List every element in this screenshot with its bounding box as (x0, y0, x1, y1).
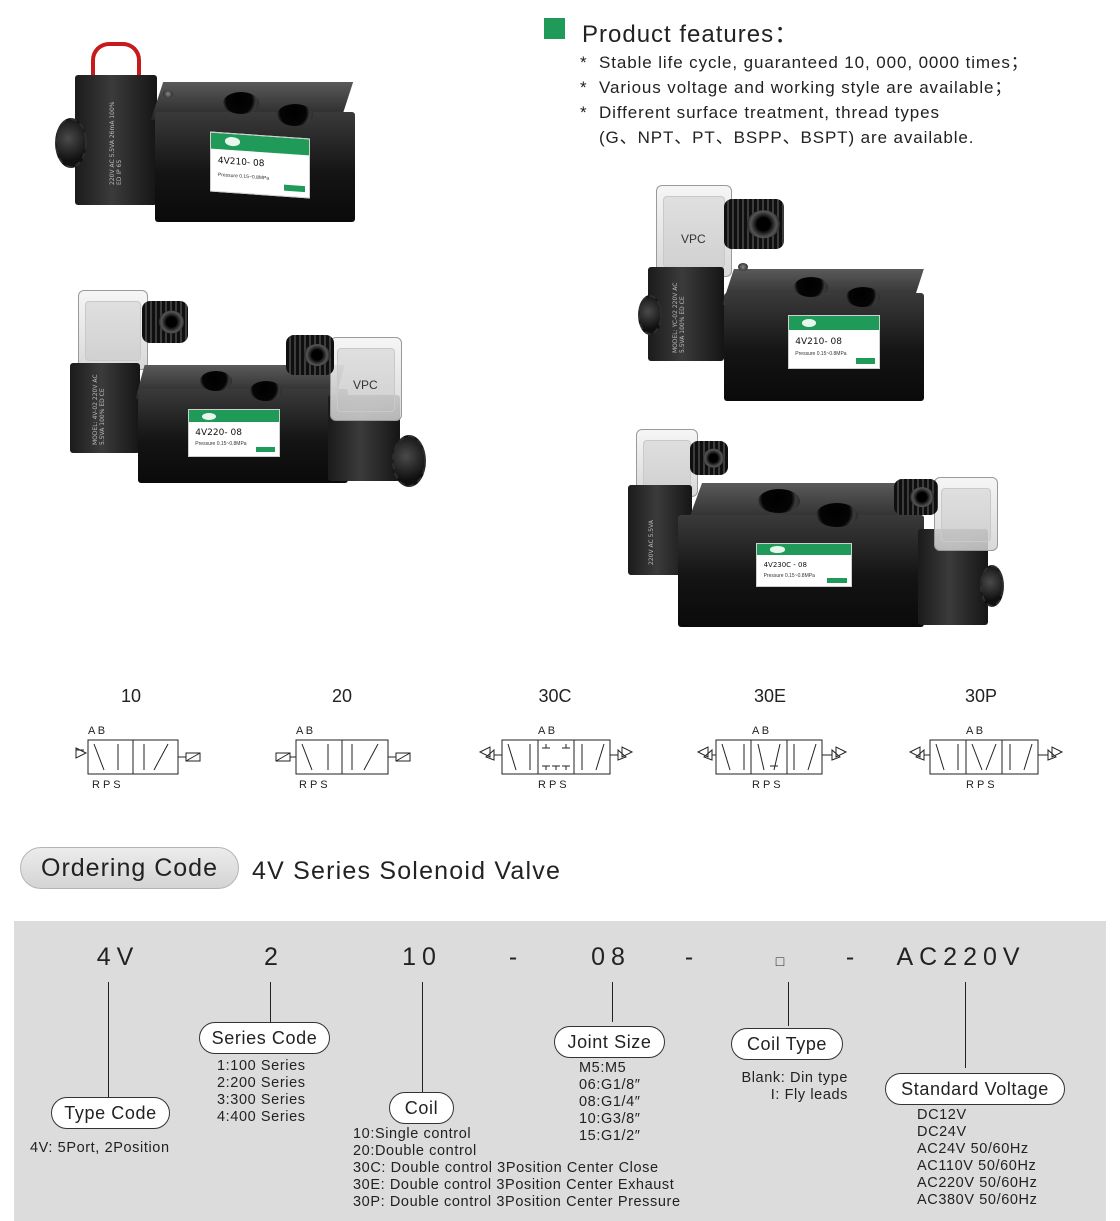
valve-symbol-30e-icon: A B R P S (696, 725, 848, 791)
joint-size-details: M5:M5 06:G1/8″ 08:G1/4″ 10:G3/8″ 15:G1/2… (579, 1060, 641, 1144)
valve-symbol-30c-icon: A B R P S (478, 725, 634, 791)
cable-gland-icon (690, 441, 728, 475)
coil-type-details: Blank: Din type I: Fly leads (741, 1070, 848, 1103)
port-icon (816, 503, 858, 527)
product-photo-single-wire: 220V AC 5.5VA 26mA 100% ED IP 65 4V210- … (55, 40, 370, 230)
code-joint: 08 (591, 943, 631, 971)
product-label: 4V220- 08 Pressure 0.15~0.8MPa (188, 409, 280, 457)
din-connector-left (636, 429, 698, 497)
valve-symbol-10-icon: A B R P S (75, 725, 201, 791)
din-brand: VPC (353, 378, 378, 392)
feature-item-continuation: (G、NPT、PT、BSPP、BSPT) are available. (599, 128, 975, 147)
manual-knob-icon (638, 295, 662, 335)
manual-knob-icon (392, 435, 426, 487)
din-connector-left (78, 290, 148, 370)
joint-size-tag: Joint Size (554, 1026, 665, 1058)
code-dash: - (684, 943, 700, 971)
code-dash: - (845, 943, 861, 971)
product-label: 4V230C - 08 Pressure 0.15~0.8MPa (756, 543, 852, 587)
svg-text:R P S: R P S (966, 779, 995, 791)
ordering-subtitle: 4V Series Solenoid Valve (252, 857, 562, 885)
series-code-tag: Series Code (199, 1022, 330, 1054)
code-series: 2 (264, 943, 284, 971)
product-features: Product features： *Stable life cycle, gu… (544, 14, 1114, 147)
cable-gland-icon (724, 199, 784, 249)
coil-print: MODEL: YC-02 220V AC 5.5VA 100% ED CE (672, 282, 686, 354)
cable-gland-icon (286, 335, 334, 375)
screw-icon (163, 90, 173, 98)
code-voltage: AC220V (896, 943, 1026, 971)
type-code-details: 4V: 5Port, 2Position (30, 1140, 170, 1156)
port-icon (200, 371, 232, 391)
connector-line (270, 982, 271, 1022)
product-label: 4V210- 08 Pressure 0.15~0.8MPa (210, 131, 310, 199)
ordering-code-panel (14, 921, 1106, 1221)
port-icon (250, 381, 282, 401)
code-coil: 10 (402, 943, 442, 971)
coil-print: 220V AC 5.5VA (648, 520, 655, 565)
din-connector-right: VPC (330, 337, 402, 421)
product-label: 4V210- 08 Pressure 0.15~0.8MPa (788, 315, 880, 369)
coil-tag: Coil (389, 1092, 454, 1124)
svg-text:A B: A B (966, 725, 983, 737)
svg-text:R P S: R P S (92, 779, 121, 791)
valve-symbol-30p-icon: A B R P S (908, 725, 1064, 791)
valve-symbol-20-icon: A B R P S (275, 725, 411, 791)
features-list: *Stable life cycle, guaranteed 10, 000, … (580, 50, 1029, 150)
solenoid-coil-left: MODEL: 4V-02 220V AC 5.5VA 100% ED CE (70, 363, 140, 453)
svg-text:A B: A B (88, 725, 105, 737)
coil-print: MODEL: 4V-02 220V AC 5.5VA 100% ED CE (92, 374, 106, 445)
feature-item: *Various voltage and working style are a… (580, 78, 1013, 97)
coil-type-tag: Coil Type (731, 1028, 843, 1060)
series-code-details: 1:100 Series 2:200 Series 3:300 Series 4… (217, 1058, 306, 1125)
features-title: Product features： (582, 21, 800, 48)
port-icon (794, 277, 828, 297)
connector-line (422, 982, 423, 1092)
code-dash: - (508, 943, 524, 971)
svg-text:R P S: R P S (299, 779, 328, 791)
svg-text:A B: A B (538, 725, 555, 737)
din-connector: VPC (656, 185, 732, 277)
product-photo-three-position: 220V AC 5.5VA 4V230C - 08 Pressure 0.15~… (618, 425, 1010, 635)
din-brand: VPC (681, 232, 706, 246)
valve-symbols: 10 A B R P S 20 A B R P S 30C (0, 680, 1120, 800)
code-coil-type: □ (775, 953, 791, 969)
connector-line (612, 982, 613, 1022)
feature-item: *Different surface treatment, thread typ… (580, 103, 940, 122)
svg-text:R P S: R P S (752, 779, 781, 791)
port-icon (846, 287, 880, 307)
code-type: 4V (96, 943, 140, 971)
port-icon (758, 489, 800, 513)
screw-icon (738, 263, 748, 271)
svg-text:A B: A B (296, 725, 313, 737)
connector-line (965, 982, 966, 1068)
green-square-icon (544, 18, 565, 39)
solenoid-coil: 220V AC 5.5VA 26mA 100% ED IP 65 (75, 75, 157, 205)
product-photo-double-din: MODEL: 4V-02 220V AC 5.5VA 100% ED CE 4V… (60, 285, 435, 495)
feature-item: *Stable life cycle, guaranteed 10, 000, … (580, 53, 1029, 72)
ordering-code-pill: Ordering Code (20, 847, 239, 889)
standard-voltage-details: DC12V DC24V AC24V 50/60Hz AC110V 50/60Hz… (917, 1107, 1038, 1208)
manual-knob-icon (980, 565, 1004, 607)
din-connector-right (934, 477, 998, 551)
cable-gland-icon (894, 479, 938, 515)
connector-line (108, 982, 109, 1098)
port-icon (223, 92, 259, 114)
manual-knob-icon (55, 118, 87, 168)
cable-gland-icon (142, 301, 188, 343)
product-photo-single-din: VPC MODEL: YC-02 220V AC 5.5VA 100% ED C… (638, 185, 938, 405)
standard-voltage-tag: Standard Voltage (885, 1073, 1065, 1105)
svg-text:A B: A B (752, 725, 769, 737)
port-icon (277, 104, 313, 126)
coil-print: 220V AC 5.5VA 26mA 100% ED IP 65 (109, 101, 123, 185)
red-lead-wire (91, 42, 141, 82)
coil-details: 10:Single control 20:Double control 30C:… (353, 1126, 681, 1210)
type-code-tag: Type Code (51, 1097, 170, 1129)
svg-text:R P S: R P S (538, 779, 567, 791)
connector-line (788, 982, 789, 1026)
